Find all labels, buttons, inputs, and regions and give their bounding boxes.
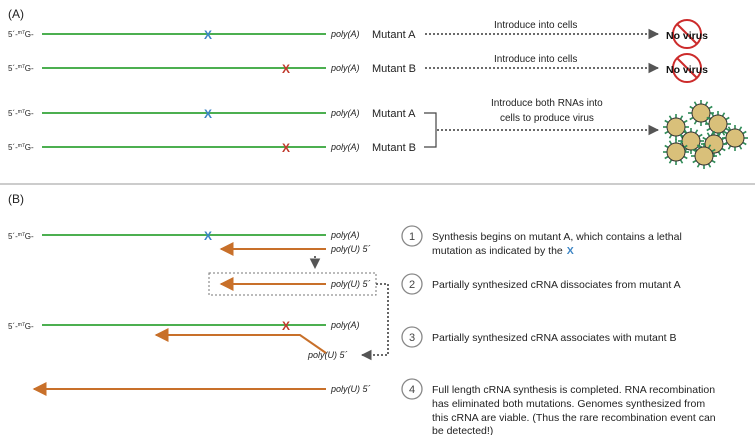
step-text-line: Full length cRNA synthesis is completed.… bbox=[432, 384, 715, 396]
mutant-label: Mutant A bbox=[372, 29, 416, 41]
step-text-line: this cRNA are viable. (Thus the rare rec… bbox=[432, 412, 716, 424]
step-4: 4 Full length cRNA synthesis is complete… bbox=[401, 378, 716, 435]
action-label: Introduce into cells bbox=[494, 54, 577, 65]
step-number-circle bbox=[401, 326, 423, 348]
mutation-a-mark: X bbox=[204, 28, 212, 42]
mutant-bracket bbox=[424, 112, 437, 148]
step-text-line: Partially synthesized cRNA associates wi… bbox=[432, 332, 677, 344]
polyA-label: poly(A) bbox=[330, 142, 360, 152]
both-action-line-2: cells to produce virus bbox=[500, 113, 594, 124]
virion bbox=[663, 139, 689, 165]
cap-label: 5´-m7G- bbox=[8, 322, 34, 331]
step-text-line: be detected!) bbox=[432, 425, 493, 435]
crna-on-mutant-b bbox=[154, 328, 327, 354]
step-text-line: has eliminated both mutations. Genomes s… bbox=[432, 398, 705, 410]
step-1: 1 Synthesis begins on mutant A, which co… bbox=[401, 225, 682, 257]
polyA-label: poly(A) bbox=[330, 63, 360, 73]
cap-label: 5´-m7G- bbox=[8, 30, 34, 39]
panel-a-row-3: 5´-m7G- X poly(A) Mutant A bbox=[8, 107, 416, 121]
panel-b-label: (B) bbox=[8, 192, 24, 206]
no-virus-text: No virus bbox=[666, 64, 708, 76]
polyU-label: poly(U) 5´ bbox=[307, 350, 348, 360]
mutation-a-mark: X bbox=[204, 229, 212, 243]
step-number: 2 bbox=[409, 279, 415, 291]
mutant-label: Mutant B bbox=[372, 63, 416, 75]
step-number: 4 bbox=[409, 384, 415, 396]
cap-label: 5´-m7G- bbox=[8, 109, 34, 118]
cap-label: 5´-m7G- bbox=[8, 64, 34, 73]
polyU-label: poly(U) 5´ bbox=[330, 244, 371, 254]
polyU-label: poly(U) 5´ bbox=[330, 384, 371, 394]
polyU-label: poly(U) 5´ bbox=[330, 279, 371, 289]
mutant-label: Mutant B bbox=[372, 142, 416, 154]
cap-label: 5´-m7G- bbox=[8, 232, 34, 241]
step-text-line: Synthesis begins on mutant A, which cont… bbox=[432, 231, 682, 243]
mutation-b-mark: X bbox=[282, 141, 290, 155]
mutation-a-mark: X bbox=[204, 107, 212, 121]
step-number-circle bbox=[401, 273, 423, 295]
mutation-b-mark: X bbox=[282, 319, 290, 333]
polyA-label: poly(A) bbox=[330, 230, 360, 240]
polyA-label: poly(A) bbox=[330, 108, 360, 118]
polyA-label: poly(A) bbox=[330, 29, 360, 39]
mutation-b-mark: X bbox=[282, 62, 290, 76]
both-action-line-1: Introduce both RNAs into bbox=[491, 98, 603, 109]
panel-a-row-2: 5´-m7G- X poly(A) Mutant B Introduce int… bbox=[8, 53, 708, 83]
no-virus-sign: No virus bbox=[666, 19, 708, 49]
virion bbox=[691, 143, 717, 169]
step-3: 3 Partially synthesized cRNA associates … bbox=[401, 326, 677, 348]
associate-arrow bbox=[360, 283, 389, 361]
no-virus-sign: No virus bbox=[666, 53, 708, 83]
polyA-label: poly(A) bbox=[330, 320, 360, 330]
mutant-label: Mutant A bbox=[372, 108, 416, 120]
step-number: 1 bbox=[409, 231, 415, 243]
step-number-circle bbox=[401, 378, 423, 400]
panel-a-row-4: 5´-m7G- X poly(A) Mutant B bbox=[8, 141, 416, 155]
virion bbox=[722, 125, 748, 151]
step-number-circle bbox=[401, 225, 423, 247]
action-label: Introduce into cells bbox=[494, 20, 577, 31]
panel-a-row-1: 5´-m7G- X poly(A) Mutant A Introduce int… bbox=[8, 19, 708, 49]
no-virus-text: No virus bbox=[666, 30, 708, 42]
step-text-line: Partially synthesized cRNA dissociates f… bbox=[432, 279, 681, 291]
step-number: 3 bbox=[409, 332, 415, 344]
virion bbox=[705, 111, 731, 137]
step-2: 2 Partially synthesized cRNA dissociates… bbox=[401, 273, 681, 295]
cap-label: 5´-m7G- bbox=[8, 143, 34, 152]
panel-a-label: (A) bbox=[8, 7, 24, 21]
virion bbox=[688, 100, 714, 126]
virus-cluster bbox=[663, 100, 748, 169]
